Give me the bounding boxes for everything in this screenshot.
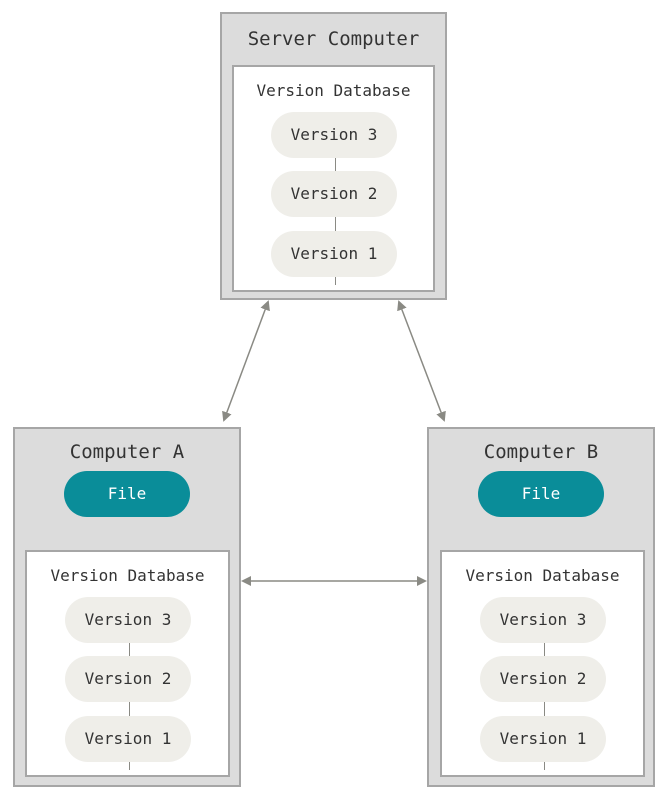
computer-b-database-title: Version Database <box>465 566 620 585</box>
arrow-server-to-computer-a <box>222 300 270 422</box>
computer-b-version-3: Version 3 <box>480 597 606 643</box>
arrow-server-to-computer-b <box>397 300 446 422</box>
server-version-connector <box>335 155 336 285</box>
computer-a-title: Computer A <box>69 441 185 463</box>
computer-b-version-1: Version 1 <box>480 716 606 762</box>
computer-a-version-1: Version 1 <box>65 716 191 762</box>
server-version-2: Version 2 <box>271 171 397 217</box>
computer-b-version-database: Version Database Version 3 Version 2 Ver… <box>440 550 645 777</box>
computer-b-file: File <box>478 471 604 517</box>
computer-a-version-3: Version 3 <box>65 597 191 643</box>
server-computer: Server Computer Version Database Version… <box>220 12 447 300</box>
server-computer-title: Server Computer <box>247 28 420 50</box>
computer-a: Computer A File Version Database Version… <box>13 427 241 787</box>
computer-a-file: File <box>64 471 190 517</box>
computer-b: Computer B File Version Database Version… <box>427 427 655 787</box>
computer-b-title: Computer B <box>483 441 599 463</box>
computer-a-version-2: Version 2 <box>65 656 191 702</box>
computer-a-database-title: Version Database <box>50 566 205 585</box>
server-database-title: Version Database <box>256 81 411 100</box>
server-version-1: Version 1 <box>271 231 397 277</box>
server-version-3: Version 3 <box>271 112 397 158</box>
computer-b-version-2: Version 2 <box>480 656 606 702</box>
computer-a-version-database: Version Database Version 3 Version 2 Ver… <box>25 550 230 777</box>
computer-b-version-connector <box>544 640 545 770</box>
server-version-database: Version Database Version 3 Version 2 Ver… <box>232 65 435 292</box>
computer-a-version-connector <box>129 640 130 770</box>
